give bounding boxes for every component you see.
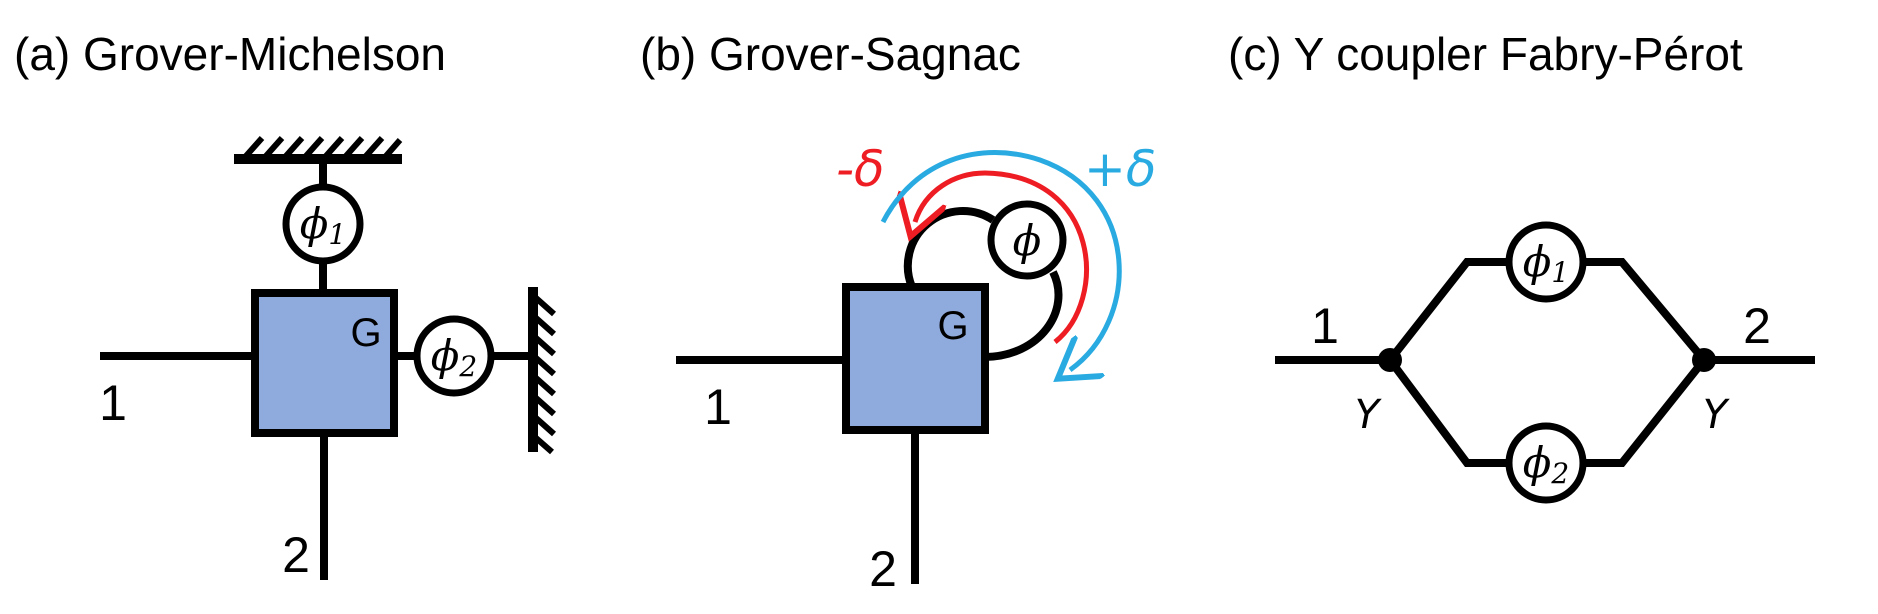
mirror-right-icon	[528, 287, 556, 455]
port-1-label: 1	[704, 379, 732, 435]
arrow-minus-delta-icon	[915, 170, 1089, 344]
panel-c-title: (c) Y coupler Fabry-Pérot	[1228, 28, 1743, 80]
arrow-plus-delta-icon	[880, 150, 1122, 370]
mirror-top-icon	[234, 136, 403, 164]
phase-subscript: 1	[1551, 256, 1569, 289]
panel-grover-michelson: (a) Grover-Michelson	[14, 28, 556, 583]
panel-a-title: (a) Grover-Michelson	[14, 28, 446, 80]
port-2-label: 2	[1743, 298, 1771, 354]
y-coupler-left	[1378, 348, 1402, 372]
phase-shifter-phi2: ϕ2	[1505, 422, 1587, 504]
grover-label: G	[350, 311, 381, 355]
phase-symbol: ϕ	[431, 331, 460, 380]
svg-text:ϕ2: ϕ2	[431, 331, 477, 383]
port-1-label: 1	[99, 375, 127, 431]
phase-subscript: 2	[458, 350, 477, 383]
phase-shifter-phi1: ϕ1	[1505, 221, 1587, 303]
phase-shifter-phi2: ϕ2	[413, 315, 495, 397]
phase-symbol: ϕ	[300, 199, 329, 248]
y-coupler-left-label: Y	[1355, 392, 1383, 438]
minus-delta-label: -δ	[836, 140, 885, 198]
panel-c-wires	[1275, 258, 1815, 467]
phase-subscript: 1	[328, 218, 346, 251]
phase-symbol: ϕ	[1013, 216, 1042, 265]
port-1-label: 1	[1311, 298, 1339, 354]
y-coupler-right	[1692, 348, 1716, 372]
panel-y-coupler-fabry-perot: (c) Y coupler Fabry-Pérot ϕ1 ϕ2	[1228, 28, 1815, 504]
phase-shifter-phi: ϕ	[987, 200, 1067, 280]
panel-grover-sagnac: (b) Grover-Sagnac G ϕ -δ +δ 1 2	[640, 28, 1157, 597]
phase-subscript: 2	[1550, 457, 1569, 490]
port-2-label: 2	[869, 541, 897, 597]
svg-text:ϕ1: ϕ1	[300, 199, 346, 251]
phase-symbol: ϕ	[1523, 237, 1552, 286]
grover-box	[842, 283, 989, 434]
phase-symbol: ϕ	[1523, 438, 1552, 487]
panel-b-title: (b) Grover-Sagnac	[640, 28, 1021, 80]
plus-delta-label: +δ	[1084, 140, 1157, 198]
grover-label: G	[937, 304, 968, 348]
phase-shifter-phi1: ϕ1	[282, 183, 364, 265]
svg-text:ϕ2: ϕ2	[1523, 438, 1569, 490]
grover-coin-box: G	[842, 283, 989, 434]
grover-box	[251, 289, 398, 437]
y-coupler-right-label: Y	[1703, 392, 1731, 438]
port-2-label: 2	[282, 527, 310, 583]
panel-a-wires	[100, 160, 530, 580]
grover-coin-box: G	[251, 289, 398, 437]
svg-text:ϕ1: ϕ1	[1523, 237, 1569, 289]
